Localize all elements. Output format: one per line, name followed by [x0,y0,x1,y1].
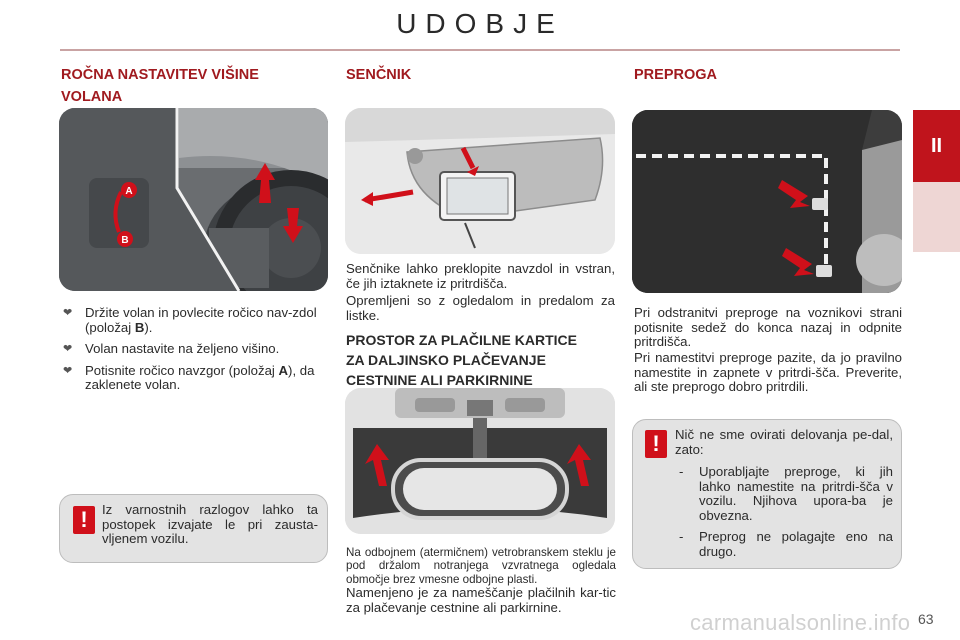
pedal-warning-box: ! Nič ne sme ovirati delovanja pe-dal, z… [632,419,902,569]
steering-wheel-drawing: A B [59,108,328,291]
pedal-warning-intro: Nič ne sme ovirati delovanja pe-dal, zat… [675,427,893,457]
section-heading-steering: ROČNA NASTAVITEV VIŠINE VOLANA [61,64,259,108]
page-number: 63 [918,611,934,627]
bullet-icon: ❤ [63,307,73,319]
sunvisor-drawing [345,108,615,254]
list-item: -Uporabljajte preproge, ki jih lahko nam… [679,464,893,523]
pedal-warning-list: -Uporabljajte preproge, ki jih lahko nam… [675,464,893,559]
chapter-tab[interactable]: II [913,110,960,182]
pedal-warning-text: Nič ne sme ovirati delovanja pe-dal, zat… [675,427,893,566]
floor-mat-drawing [632,110,902,293]
sunvisor-paragraph-1: Senčnike lahko preklopite navzdol in vst… [346,261,615,291]
chapter-tab-strip [913,182,960,252]
bullet-icon: ❤ [63,343,73,355]
rearview-mirror-illustration [345,388,615,534]
list-item: ❤ Potisnite ročico navzgor (položaj A), … [63,362,315,392]
dash-glyph: - [679,464,684,479]
rearview-mirror-drawing [345,388,615,534]
list-item: ❤ Držite volan in povlecite ročico nav-z… [63,305,317,335]
section-heading-mat: PREPROGA [634,67,717,83]
title-divider [60,49,900,51]
list-item: -Preprog ne polagajte eno na drugo. [679,529,893,559]
safety-warning-box: ! Iz varnostnih razlogov lahko ta postop… [59,494,328,563]
watermark: carmanualsonline.info [690,610,911,635]
mat-paragraph-2: Pri namestitvi preproge pazite, da jo pr… [634,350,902,394]
section-heading-steering-line2: VOLANA [61,89,123,105]
steering-steps-list: ❤ Držite volan in povlecite ročico nav-z… [61,305,329,400]
marker-b: B [121,235,128,246]
page-title: UDOBJE [396,8,564,39]
section-heading-toll-card: PROSTOR ZA PLAČILNE KARTICE ZA DALJINSKO… [346,330,626,390]
toll-paragraph-2: Namenjeno je za nameščanje plačilnih kar… [346,585,616,615]
sunvisor-illustration [345,108,615,254]
floor-mat-illustration [632,110,902,293]
marker-a: A [125,186,132,197]
safety-warning-text: Iz varnostnih razlogov lahko ta postopek… [102,502,318,546]
toll-heading-line1: PROSTOR ZA PLAČILNE KARTICE [346,332,578,348]
section-heading-steering-line1: ROČNA NASTAVITEV VIŠINE [61,67,259,83]
toll-paragraph-1: Na odbojnem (atermičnem) vetrobranskem s… [346,546,616,586]
warning-icon: ! [73,506,95,534]
toll-heading-line3: CESTNINE ALI PARKIRNINE [346,372,533,388]
dash-glyph: - [679,529,684,544]
warning-icon: ! [645,430,667,458]
list-item: ❤ Volan nastavite na željeno višino. [63,341,280,356]
sunvisor-paragraph-2: Opremljeni so z ogledalom in predalom za… [346,293,615,323]
section-heading-sunvisor: SENČNIK [346,67,412,83]
bullet-icon: ❤ [63,364,73,377]
mat-paragraph-1: Pri odstranitvi preproge na voznikovi st… [634,305,902,349]
toll-heading-line2: ZA DALJINSKO PLAČEVANJE [346,352,546,368]
steering-wheel-illustration: A B [59,108,328,291]
